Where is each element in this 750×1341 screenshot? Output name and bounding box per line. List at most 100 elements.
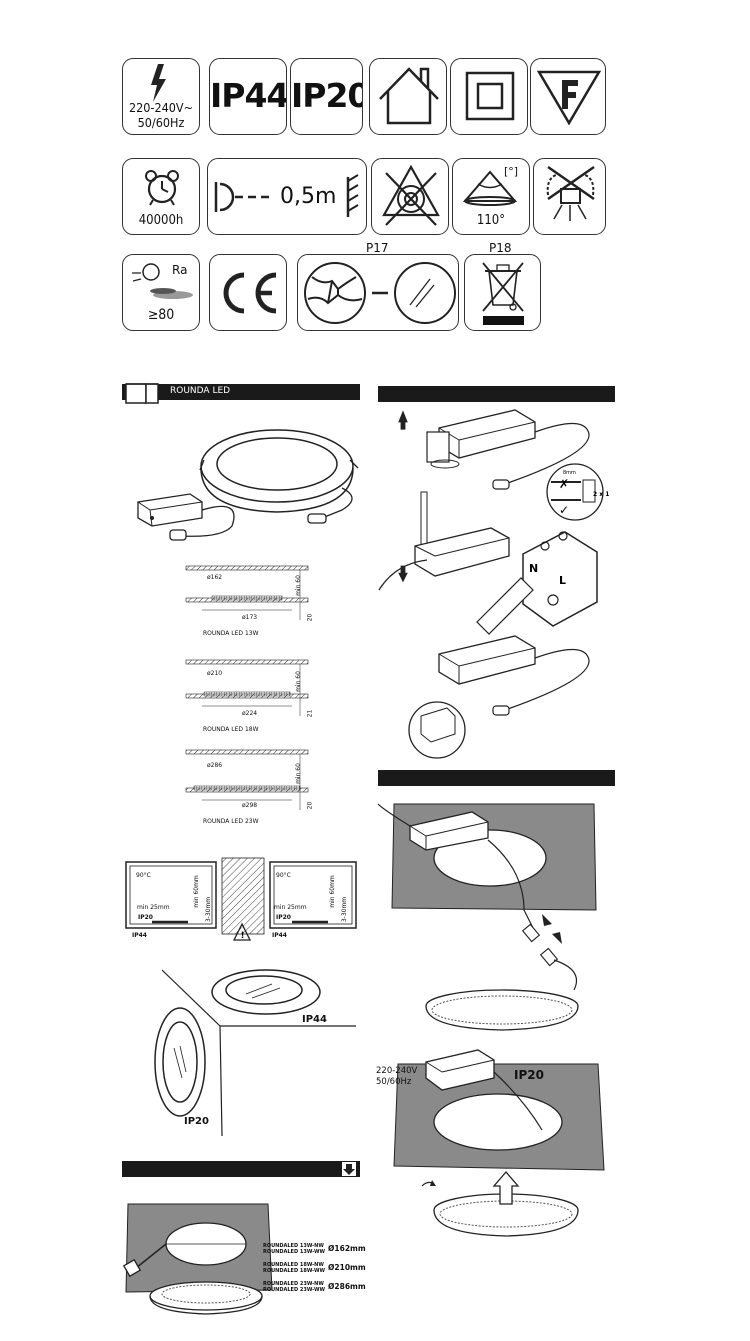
neutral-label: N [529,562,538,575]
ceiling-board-with-driver [377,803,597,931]
led-panel-round [425,989,579,1031]
driver-close-cover [398,565,590,759]
ip20-right: IP20 [276,914,291,921]
indoor-tile [369,58,447,135]
svg-text:✗: ✗ [559,477,569,491]
no-cover-icon [382,164,440,226]
wire-strip-length: 8mm [563,470,576,476]
beam-cone-icon [462,170,518,206]
cri-value: ≥80 [147,307,175,323]
cri-tile: Ra ≥80 [122,254,200,331]
cutout-drilling [122,1203,273,1315]
ceiling-board-ip20 [393,1049,605,1171]
depth-right: min 60mm [328,875,336,908]
gap-left: min 25mm [137,904,170,911]
wire-gauge: 2 x 1 [593,491,609,498]
ip44-label: IP44 [210,76,287,115]
p17-label: P17 [366,241,389,255]
ceiling-installation [377,803,605,1237]
thickness-left: 3-30mm [205,896,213,923]
height-13w: 20 [306,613,314,622]
lifetime-text: 40000h [138,213,184,228]
wiring-section-bar [378,386,615,402]
cutout-size-13: Ø162mm [328,1244,366,1253]
wall-ceiling-mounting [154,969,356,1137]
live-label: L [559,574,566,587]
lifetime-tile: 40000h [122,158,200,235]
cutout-size-18: Ø210mm [328,1263,366,1272]
panel-insert [421,1171,579,1237]
depth-13w: min 60 [294,575,302,596]
connector-arrows [521,914,578,991]
depth-left: min 60mm [192,875,200,908]
distance-tile: 0,5m [207,158,367,235]
arrow-down-icon [342,1162,356,1176]
cutout-18w: ø210 [207,670,223,677]
model-18w: ROUNDA LED 18W [203,726,259,733]
cutout-model-18ww: ROUNDALED 18W-WW [263,1268,325,1274]
lightning-icon [151,64,166,102]
beam-unit: [°] [504,165,519,178]
model-13w: ROUNDA LED 13W [203,630,259,637]
cutout-section-bar [122,1161,360,1177]
outer-13w: ø173 [242,614,258,621]
depth-18w: min 60 [294,671,302,692]
bulb-color-icon [132,263,193,299]
cutout-model-13nw: ROUNDALED 13W-NW [263,1243,324,1249]
product-title-bar: ROUNDA LED [122,384,360,400]
installation-section-bar [378,770,615,786]
ip20-tile: IP20 [290,58,363,135]
conn-voltage: 220-240V [376,1066,418,1076]
no-dimming-icon [546,165,595,221]
panel-with-driver-illustration [137,429,359,541]
cutout-size-23: Ø286mm [328,1282,366,1291]
cutout-model-18nw: ROUNDALED 18W-NW [263,1262,324,1268]
ip44-left: IP44 [132,932,147,939]
dim-18w [185,659,309,716]
outer-18w: ø224 [242,710,258,717]
svg-text:✓: ✓ [559,503,569,517]
cutout-model-23nw: ROUNDALED 23W-NW [263,1281,324,1287]
crossed-bin-icon [482,262,524,325]
screwdriver-terminal [378,491,510,591]
weee-tile [464,254,541,331]
cutout-23w: ø286 [207,762,223,769]
product-title: ROUNDA LED [170,386,231,396]
wiring-illustrations: 8mm 2 x 1 ✗ ✓ N L [378,409,609,759]
f-mark-icon [536,70,602,126]
height-18w: 21 [306,709,314,718]
temp-left: 90°C [136,872,151,879]
alarm-clock-icon [145,170,179,206]
cutout-13w: ø162 [207,574,223,581]
temp-right: 90°C [276,872,291,879]
no-insulation-cover-tile [371,158,449,235]
ip20-left: IP20 [138,914,153,921]
ip44-right: IP44 [272,932,287,939]
model-23w: ROUNDA LED 23W [203,818,259,825]
distance-text: 0,5m [280,184,337,209]
f-mark-tile [530,58,606,135]
ceiling-ip44: IP44 [302,1014,327,1025]
ce-mark-icon [223,272,277,314]
height-23w: 20 [306,801,314,810]
outer-23w: ø298 [242,802,258,809]
no-dimmer-tile [533,158,606,235]
installation-cross-section: ! [125,857,357,941]
double-insulation-icon [465,71,515,121]
ip44-tile: IP44 [209,58,287,135]
dim-23w [185,749,309,810]
cri-label: Ra [172,263,188,277]
voltage-text: 220-240V~ [128,100,194,115]
house-icon [379,67,439,125]
beam-angle-value: 110° [476,213,506,228]
beam-angle-tile: [°] 110° [452,158,530,235]
cutout-model-23ww: ROUNDALED 23W-WW [263,1287,325,1293]
broken-glass-icon [304,262,456,324]
dimension-drawings [185,565,309,810]
ce-tile [209,254,287,331]
thickness-right: 3-30mm [341,896,349,923]
svg-text:!: ! [241,931,245,941]
driver-open-cover [398,409,590,490]
p18-label: P18 [489,241,512,255]
wire-strip-detail: 8mm 2 x 1 ✗ ✓ [546,463,609,521]
